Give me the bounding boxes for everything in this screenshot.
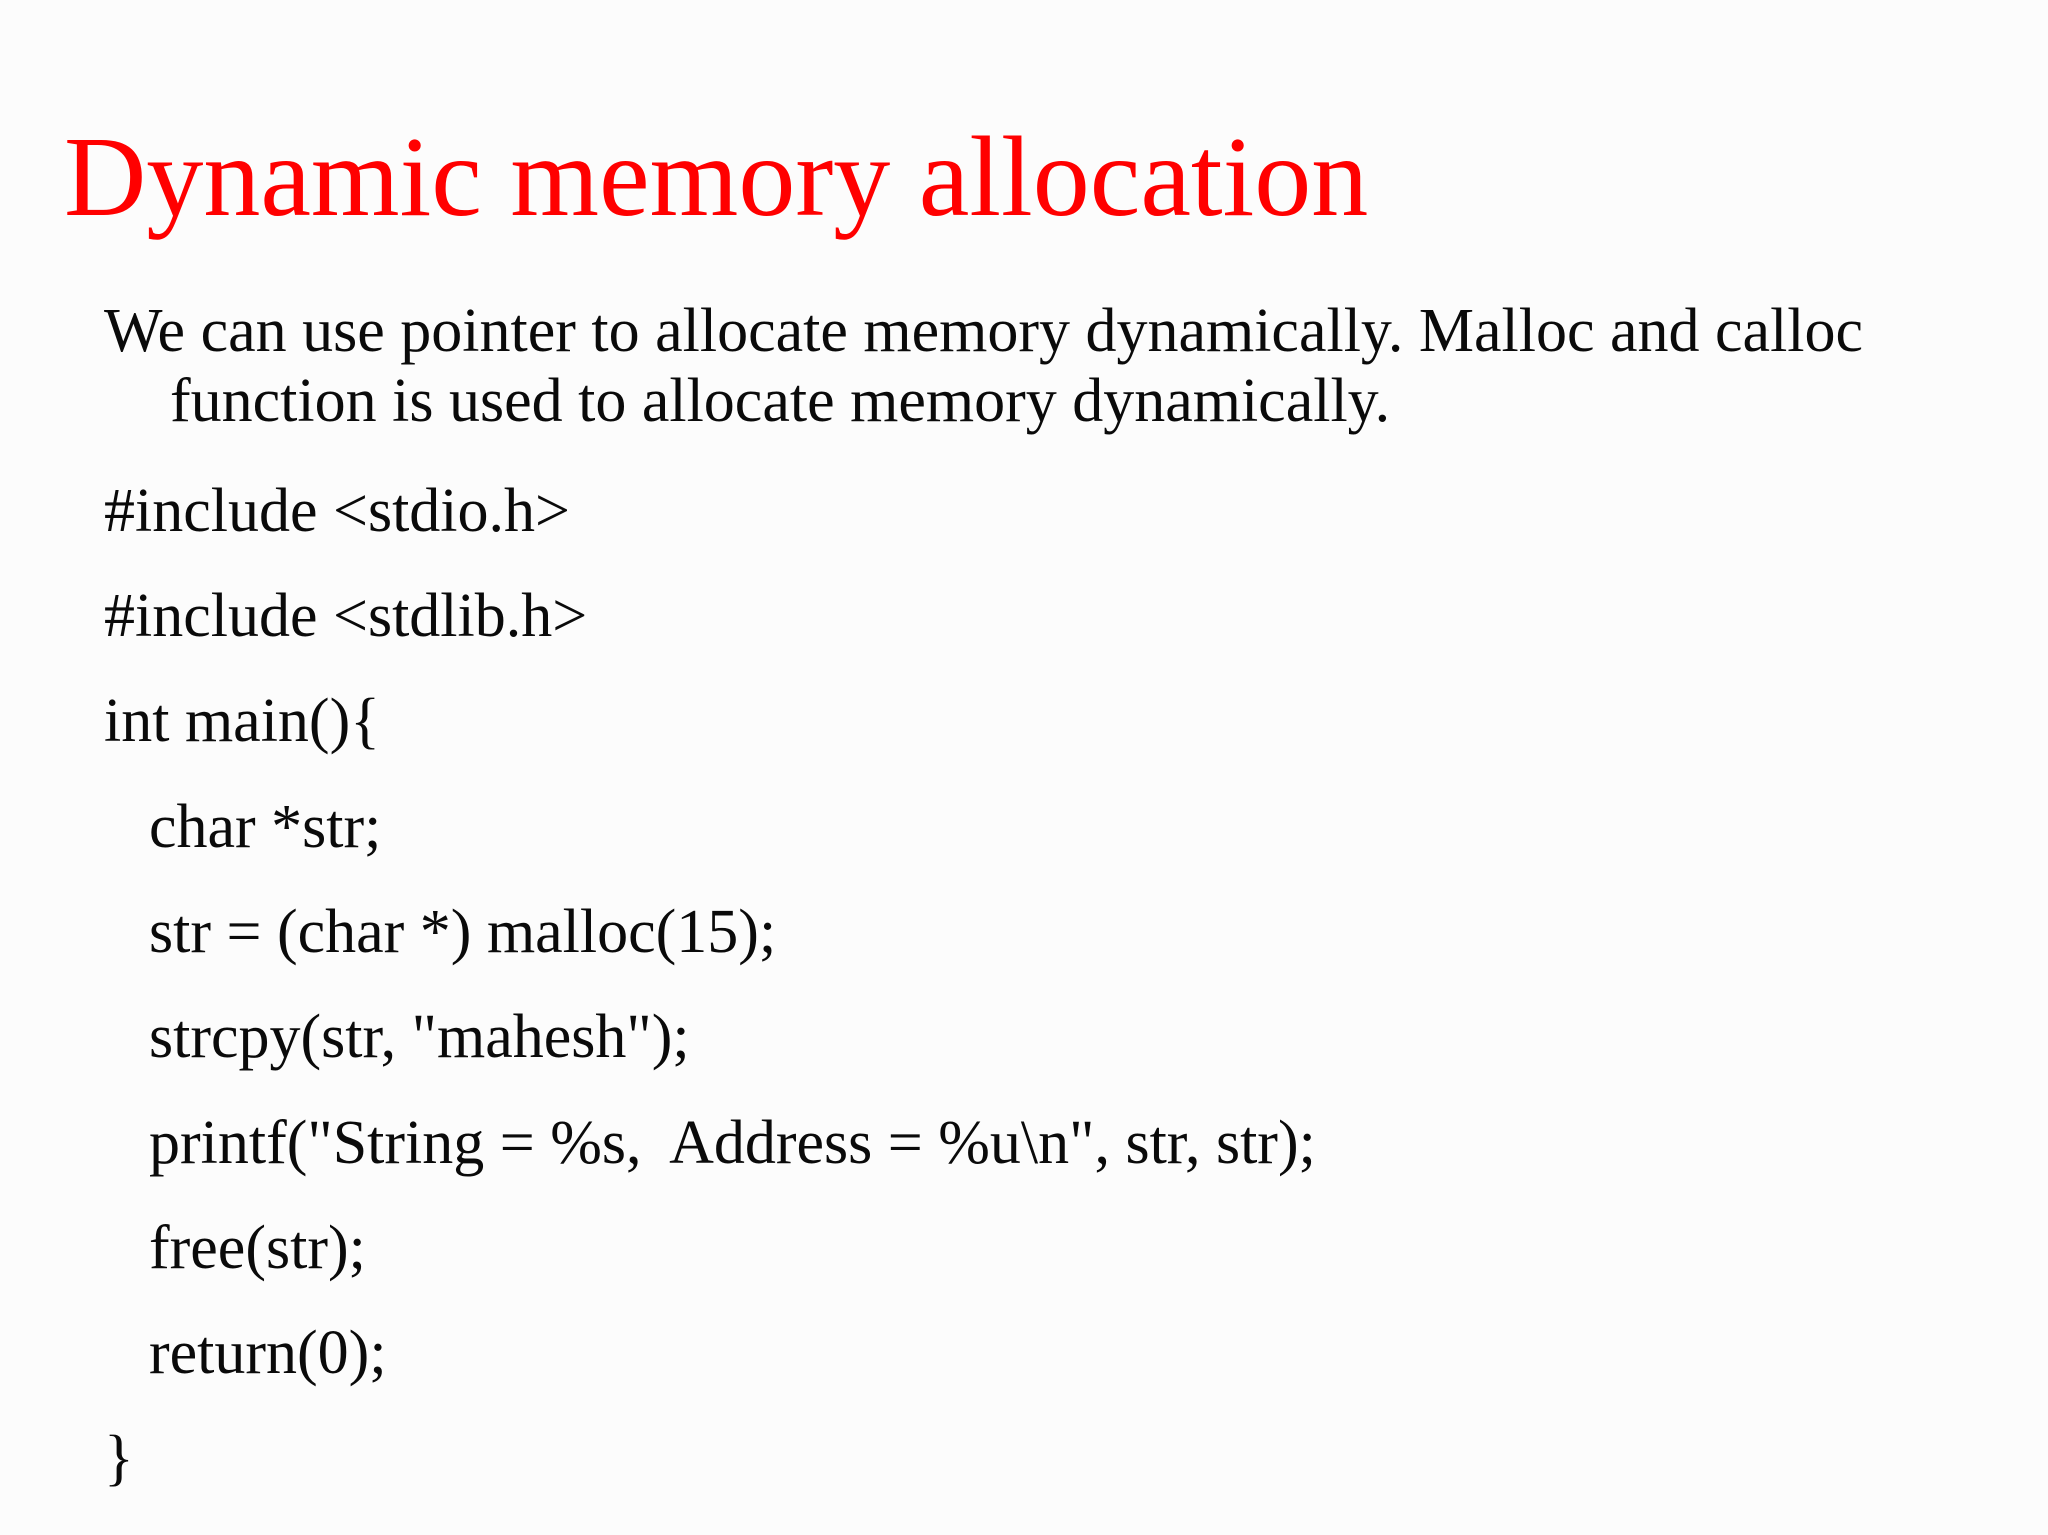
code-line-malloc: str = (char *) malloc(15);	[149, 898, 777, 966]
code-line-include-stdio: #include <stdio.h>	[104, 477, 570, 545]
slide-title: Dynamic memory allocation	[64, 113, 1369, 240]
code-line-free: free(str);	[149, 1214, 366, 1282]
code-line-main: int main(){	[104, 687, 380, 755]
code-line-printf: printf("String = %s, Address = %u\n", st…	[149, 1109, 1316, 1177]
code-line-declare: char *str;	[149, 793, 382, 861]
intro-line-2: function is used to allocate memory dyna…	[170, 367, 1391, 435]
code-line-strcpy: strcpy(str, "mahesh");	[149, 1003, 690, 1071]
code-line-return: return(0);	[149, 1319, 387, 1387]
intro-paragraph: We can use pointer to allocate memory dy…	[104, 296, 1964, 436]
intro-line-1: We can use pointer to allocate memory dy…	[104, 297, 1864, 365]
code-line-closing-brace: }	[104, 1424, 134, 1492]
code-line-include-stdlib: #include <stdlib.h>	[104, 582, 588, 650]
